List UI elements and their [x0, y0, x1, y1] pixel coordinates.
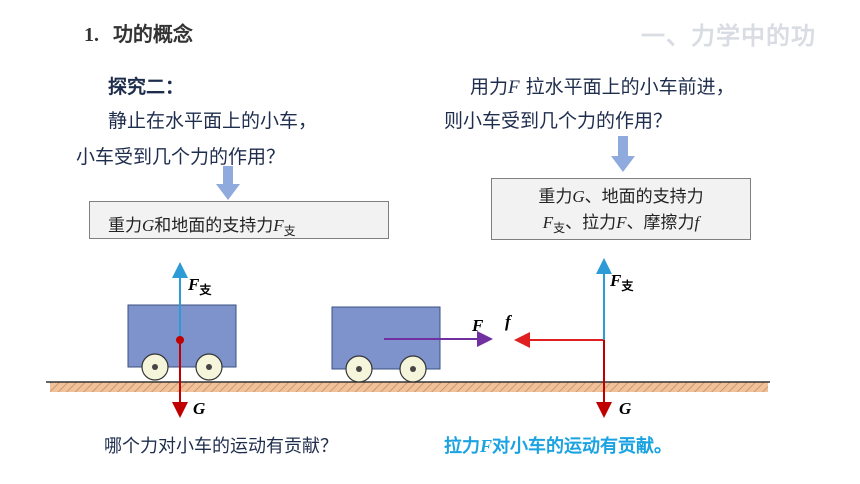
right-down-arrow-icon [611, 136, 635, 172]
friction-label: f [505, 312, 513, 331]
la-G: G [142, 216, 155, 235]
ground [46, 381, 770, 392]
ra-l1-pre: 重力 [538, 187, 573, 207]
ba-post: 对小车的运动有贡献。 [492, 436, 673, 457]
section-title-text: 功的概念 [112, 22, 193, 46]
ra-line-1: 重力G、地面的支持力 [492, 184, 750, 210]
left-down-arrow-icon [216, 166, 240, 200]
rq-l1-F: F [508, 77, 520, 98]
center-of-mass-left [176, 336, 184, 344]
bottom-question: 哪个力对小车的运动有贡献？ [104, 436, 338, 457]
gravity-label-right: G [619, 399, 632, 418]
rq-l1-post: 拉水平面上的小车前进， [519, 76, 735, 98]
left-question-line-2: 小车受到几个力的作用？ [76, 146, 286, 168]
ra-l2-f: f [694, 213, 700, 232]
ba-F: F [480, 436, 493, 456]
ba-pre: 拉力 [444, 436, 480, 457]
support-label-left: F支 [187, 275, 212, 297]
right-answer-box: 重力G、地面的支持力 F支、拉力F、摩擦力f [491, 178, 751, 240]
ra-l2-F2: F [616, 213, 627, 232]
left-question-line-1: 静止在水平面上的小车， [108, 110, 318, 132]
section-title: 1. 功的概念 [84, 18, 193, 47]
left-answer-box: 重力G和地面的支持力F支 [89, 201, 389, 239]
wheel [141, 353, 169, 381]
right-question-line-2: 则小车受到几个力的作用？ [444, 110, 673, 132]
ra-l2-mid: 、拉力 [565, 213, 617, 233]
la-sub: 支 [283, 224, 296, 238]
ra-l2-F1: F [542, 213, 554, 232]
section-number: 1. [84, 24, 99, 46]
chapter-tag: 一、力学中的功 [641, 22, 816, 50]
right-question-line-1: 用力F 拉水平面上的小车前进， [470, 72, 735, 99]
pull-label: F [471, 316, 484, 335]
support-label-right: F支 [609, 271, 634, 293]
ra-line-2: F支、拉力F、摩擦力f [492, 210, 750, 237]
la-pre: 重力 [108, 216, 142, 236]
gravity-label-left: G [193, 399, 206, 418]
la-F: F [273, 216, 284, 235]
explore-label: 探究二： [108, 76, 185, 98]
la-mid: 和地面的支持力 [154, 216, 274, 236]
ra-l1-post: 、地面的支持力 [584, 187, 704, 207]
pulled-cart [331, 306, 441, 383]
rq-l1-pre: 用力 [470, 76, 509, 98]
wheel [345, 355, 373, 383]
wheel [195, 353, 223, 381]
stationary-cart [127, 304, 237, 381]
wheel [399, 355, 427, 383]
bottom-answer: 拉力F对小车的运动有贡献。 [444, 432, 672, 458]
ra-l2-mid2: 、摩擦力 [626, 213, 695, 233]
ra-l1-G: G [572, 187, 585, 206]
ra-l2-sub: 支 [553, 221, 566, 235]
